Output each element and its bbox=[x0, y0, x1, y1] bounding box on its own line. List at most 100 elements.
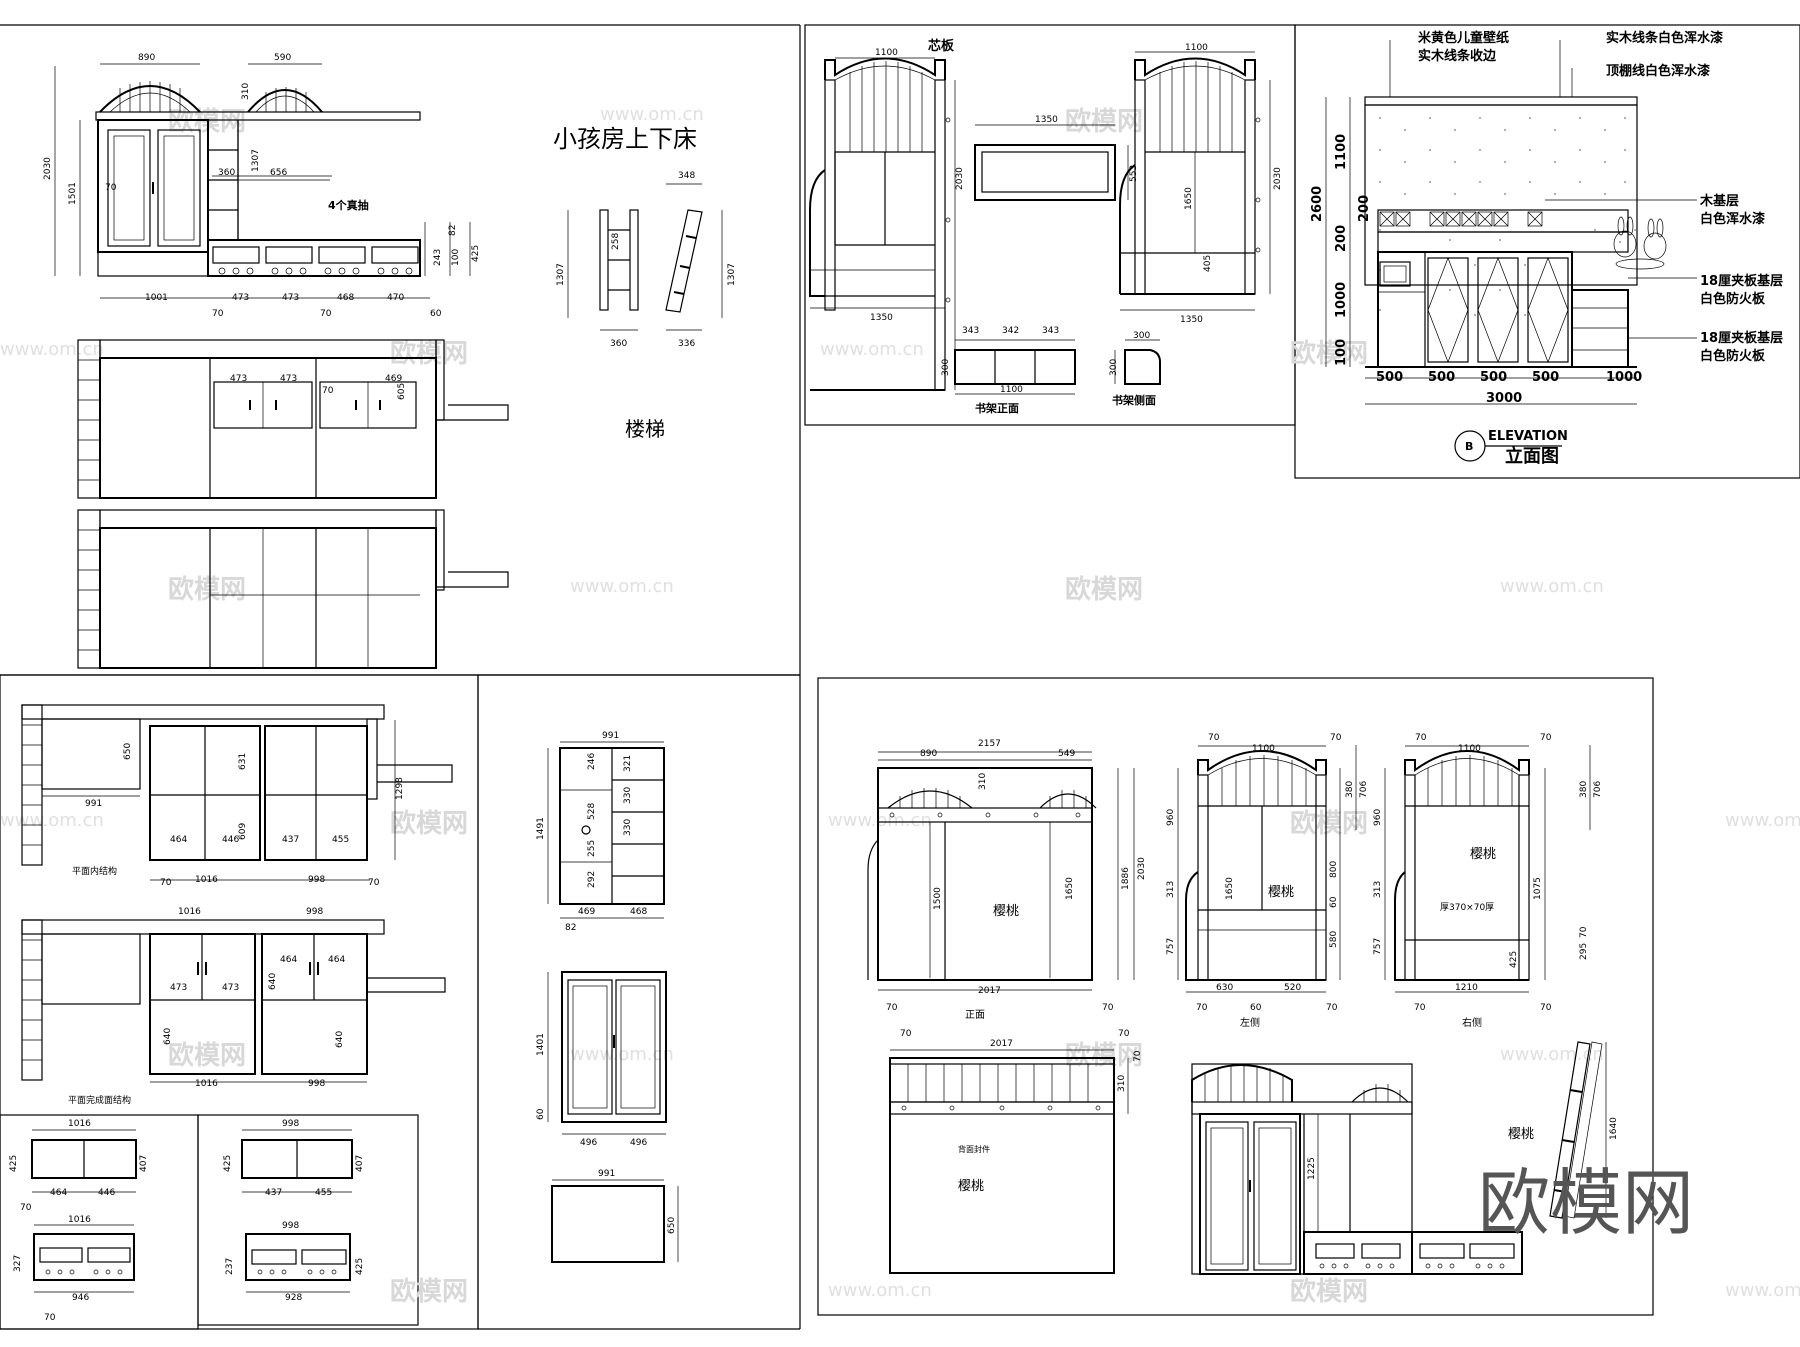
bed-side-dims: 1100 2030 1350 1350 553 1100 2030 1650 4… bbox=[810, 43, 1283, 395]
dim-label: 446 bbox=[222, 835, 239, 845]
dim-label: 437 bbox=[265, 1188, 282, 1198]
dim-label: 473 bbox=[170, 983, 187, 993]
plan-inner-dims: 650 991 631 609 464 446 437 455 1016 998… bbox=[72, 743, 405, 888]
callout-wallpaper-trim: 实木线条收边 bbox=[1418, 48, 1497, 64]
dim-label: 757 bbox=[1166, 938, 1176, 955]
dim-label: 500 bbox=[1428, 370, 1455, 385]
watermark-url: www.om.cn bbox=[570, 1044, 674, 1065]
dim-label: 246 bbox=[587, 753, 597, 770]
dim-label: 70 bbox=[1133, 1050, 1143, 1062]
dim-label: 70 bbox=[212, 309, 224, 319]
stairs-drawing bbox=[567, 183, 723, 331]
dim-label: 473 bbox=[282, 293, 299, 303]
dim-label: 310 bbox=[1117, 1075, 1127, 1092]
dim-label: 464 bbox=[170, 835, 187, 845]
dim-label: 800 bbox=[1329, 861, 1339, 878]
dim-label: 336 bbox=[678, 339, 695, 349]
dim-label: 469 bbox=[385, 374, 402, 384]
dim-label: 998 bbox=[306, 907, 323, 917]
watermark-brand: 欧模网 bbox=[1065, 106, 1143, 137]
dim-label: 1501 bbox=[68, 182, 78, 205]
dim-label: 70 bbox=[105, 183, 117, 193]
plan-view-2 bbox=[77, 509, 509, 669]
dim-label: 310 bbox=[978, 773, 988, 790]
rail-spec-label: 厚370×70厚 bbox=[1440, 902, 1494, 913]
callout-fireproof-2: 白色防火板 bbox=[1700, 348, 1766, 364]
dim-label: 455 bbox=[315, 1188, 332, 1198]
dim-label: 890 bbox=[920, 749, 937, 759]
bed-back-elevation bbox=[889, 1049, 1129, 1274]
dim-label: 1016 bbox=[68, 1119, 91, 1129]
dim-label: 998 bbox=[308, 1079, 325, 1089]
plan-door-dims: 1016 998 464 464 473 473 640 640 640 101… bbox=[68, 907, 345, 1106]
dim-label: 631 bbox=[238, 753, 248, 770]
dim-label: 255 bbox=[587, 840, 597, 857]
plan-door-label: 平面完成面结构 bbox=[68, 1094, 131, 1106]
dim-label: 650 bbox=[123, 743, 133, 760]
dim-label: 640 bbox=[268, 973, 278, 990]
dim-label: 1000 bbox=[1334, 282, 1349, 318]
dim-label: 300 bbox=[1109, 359, 1119, 376]
dim-label: 300 bbox=[941, 359, 951, 376]
plan-view-1-dims: 473 473 469 605 70 bbox=[230, 374, 407, 400]
watermark-brand: 欧模网 bbox=[390, 1276, 468, 1307]
four-drawers-label: 4个真抽 bbox=[328, 198, 369, 212]
dim-label: 464 bbox=[50, 1188, 67, 1198]
dim-label: 70 bbox=[1540, 1003, 1552, 1013]
dim-label: 70 bbox=[1415, 733, 1427, 743]
dim-label: 656 bbox=[270, 168, 287, 178]
dim-label: 60 bbox=[430, 309, 442, 319]
dim-label: 640 bbox=[163, 1028, 173, 1045]
callout-ceiling-line: 顶棚线白色浑水漆 bbox=[1606, 63, 1710, 79]
dim-label: 1225 bbox=[1307, 1157, 1317, 1180]
dim-label: 1016 bbox=[178, 907, 201, 917]
dim-label: 380 bbox=[1345, 781, 1355, 798]
dim-label: 405 bbox=[1203, 255, 1213, 272]
dim-label: 470 bbox=[387, 293, 404, 303]
cherry-material-label: 樱桃 bbox=[993, 903, 1019, 919]
dim-label: 500 bbox=[1532, 370, 1559, 385]
dim-label: 1000 bbox=[1606, 370, 1642, 385]
dim-label: 473 bbox=[222, 983, 239, 993]
dim-label: 70 bbox=[1579, 926, 1589, 938]
dim-label: 998 bbox=[308, 875, 325, 885]
dim-label: 2030 bbox=[1137, 857, 1147, 880]
watermark-brand: 欧模网 bbox=[1065, 1040, 1143, 1071]
dim-label: 1350 bbox=[1180, 315, 1203, 325]
dim-label: 348 bbox=[678, 171, 695, 181]
dim-label: 60 bbox=[536, 1108, 546, 1120]
watermark-url: www.om.cn bbox=[600, 104, 704, 125]
wardrobe-shelf-dims: 991 1491 246 321 528 330 255 330 292 469… bbox=[536, 731, 647, 933]
dim-label: 3000 bbox=[1486, 391, 1522, 406]
watermark-brand: 欧模网 bbox=[1290, 1276, 1368, 1307]
dim-label: 473 bbox=[232, 293, 249, 303]
dim-label: 1307 bbox=[251, 149, 261, 172]
dim-label: 70 bbox=[1118, 1029, 1130, 1039]
watermark-url: www.om.cn bbox=[820, 339, 924, 360]
cabinet-elevation-drawing bbox=[54, 63, 471, 299]
dim-label: 496 bbox=[630, 1138, 647, 1148]
dim-label: 1100 bbox=[1458, 744, 1481, 754]
dim-label: 468 bbox=[630, 907, 647, 917]
callout-wood-base: 木基层 bbox=[1699, 193, 1739, 209]
dim-label: 650 bbox=[667, 1217, 677, 1234]
dim-label: 500 bbox=[1480, 370, 1507, 385]
dim-label: 520 bbox=[1284, 983, 1301, 993]
dim-label: 2017 bbox=[990, 1039, 1013, 1049]
watermark-url: www.om.cn bbox=[0, 810, 104, 831]
dim-label: 469 bbox=[578, 907, 595, 917]
cherry-material-label: 樱桃 bbox=[1268, 884, 1294, 900]
dim-label: 243 bbox=[433, 249, 443, 266]
dim-label: 500 bbox=[1376, 370, 1403, 385]
watermark-brand-large: 欧模网 bbox=[1478, 1161, 1694, 1245]
dim-label: 1650 bbox=[1184, 187, 1194, 210]
dim-label: 343 bbox=[1042, 326, 1059, 336]
wallpaper-dots bbox=[1379, 117, 1636, 316]
dim-label: 991 bbox=[602, 731, 619, 741]
dim-label: 360 bbox=[218, 168, 235, 178]
front-view-label: 正面 bbox=[965, 1010, 985, 1021]
dim-label: 1491 bbox=[536, 817, 546, 840]
watermark-brand: 欧模网 bbox=[1290, 338, 1368, 369]
cabinet-elevation-dims: 890 590 2030 1501 310 360 656 1307 1001 … bbox=[43, 53, 481, 319]
